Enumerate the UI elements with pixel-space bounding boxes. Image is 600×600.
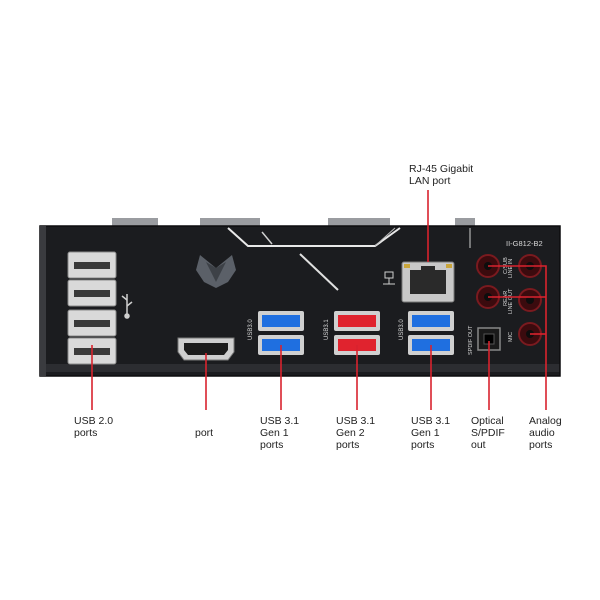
usb31-gen2-ports xyxy=(334,311,380,355)
aorus-logo-icon xyxy=(196,255,236,288)
usb-right-tag: USB3.0 xyxy=(399,319,405,340)
usb-gen2-tag: USB3.1 xyxy=(324,319,330,340)
hdmi-port xyxy=(177,337,235,361)
jack-line-in-label: LINE IN xyxy=(508,259,514,278)
jack-mic-label: MIC xyxy=(508,332,514,342)
callout-audio-label: Analog audio ports xyxy=(529,415,562,451)
usb-left-tag: USB3.0 xyxy=(248,319,254,340)
callout-spdif-label: Optical S/PDIF out xyxy=(471,415,505,451)
callout-lines xyxy=(91,190,547,410)
spdif-tag: SPDIF OUT xyxy=(468,325,474,355)
callout-usb31-gen1-right-label: USB 3.1 Gen 1 ports xyxy=(411,415,451,451)
callout-usb31-gen2-label: USB 3.1 Gen 2 ports xyxy=(336,415,376,451)
usb-symbol-icon xyxy=(121,294,133,319)
jack-line-out-label: LINE OUT xyxy=(508,288,514,314)
callout-usb31-gen1-left-label: USB 3.1 Gen 1 ports xyxy=(260,415,300,451)
callout-usb20-label: USB 2.0 ports xyxy=(74,415,114,439)
jack-rear-label: REAR xyxy=(503,291,509,306)
audio-model-text: II-G812-B2 xyxy=(506,239,543,248)
callout-lan-label: RJ-45 Gigabit LAN port xyxy=(409,163,474,187)
callout-hdmi-label: port xyxy=(195,427,214,439)
callout-line-audio xyxy=(488,265,547,410)
rj45-lan-port xyxy=(401,261,455,303)
network-icon xyxy=(383,271,395,285)
